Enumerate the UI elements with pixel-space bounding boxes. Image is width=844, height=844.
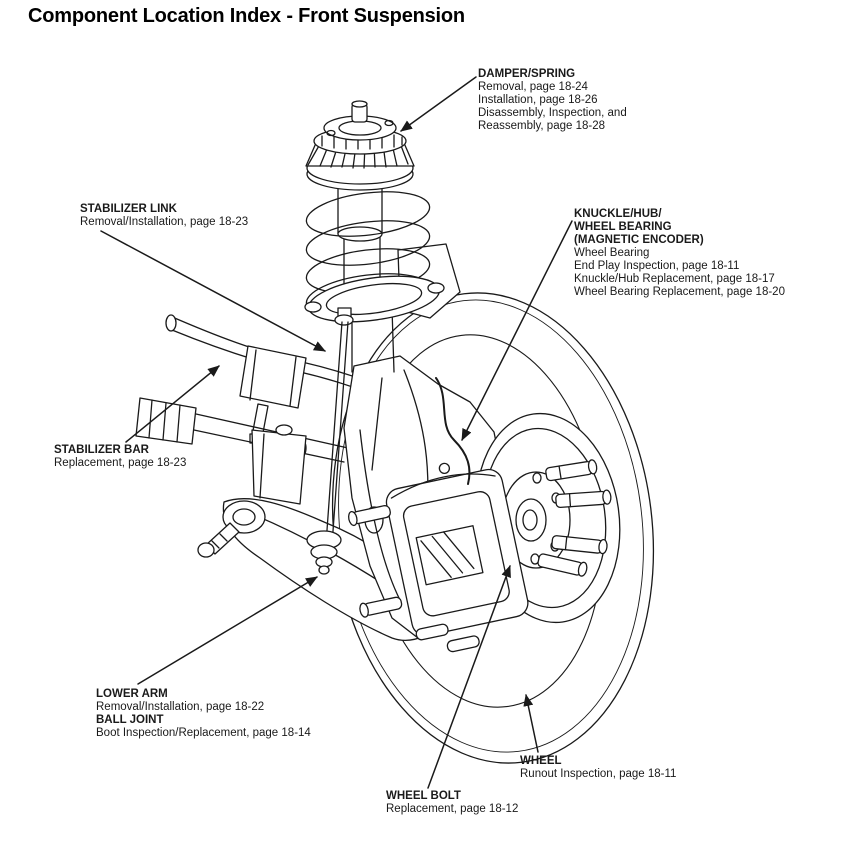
callout-heading: WHEEL BEARING	[574, 221, 672, 233]
callout-heading: (MAGNETIC ENCODER)	[574, 234, 704, 246]
callout-line: Reassembly, page 18-28	[478, 120, 605, 132]
brake-caliper-illustration	[347, 462, 529, 653]
callout-line: Removal, page 18-24	[478, 81, 588, 93]
callout-stabilizer-bar: STABILIZER BAR Replacement, page 18-23	[54, 444, 186, 470]
page-title: Component Location Index - Front Suspens…	[28, 5, 465, 27]
leader-stabilizer-link	[100, 230, 326, 352]
callout-line: Knuckle/Hub Replacement, page 18-17	[574, 273, 775, 285]
callout-line: Boot Inspection/Replacement, page 18-14	[96, 727, 311, 739]
callout-heading: STABILIZER LINK	[80, 203, 177, 215]
callout-heading: WHEEL BOLT	[386, 790, 461, 802]
callout-heading: DAMPER/SPRING	[478, 68, 576, 80]
callout-line: Removal/Installation, page 18-23	[80, 216, 249, 228]
callout-wheel-bolt: WHEEL BOLT Replacement, page 18-12	[386, 790, 518, 816]
stabilizer-link-illustration	[306, 307, 354, 575]
callout-stabilizer-link: STABILIZER LINK Removal/Installation, pa…	[80, 203, 248, 229]
callout-line: End Play Inspection, page 18-11	[574, 260, 740, 272]
callout-line: Removal/Installation, page 18-22	[96, 701, 265, 713]
subframe-bracket-illustration	[251, 424, 307, 505]
wheel-bolts-illustration	[537, 459, 612, 577]
damper-spring-illustration	[304, 100, 461, 373]
leader-wheel	[523, 694, 539, 753]
callout-damper-spring: DAMPER/SPRING Removal, page 18-24 Instal…	[478, 68, 627, 133]
callout-heading: BALL JOINT	[96, 714, 164, 726]
callout-heading: KNUCKLE/HUB/	[574, 208, 662, 220]
leader-damper-spring	[400, 76, 477, 132]
callout-line: Wheel Bearing	[574, 247, 650, 259]
leader-lines	[100, 76, 573, 789]
callout-heading: WHEEL	[520, 755, 562, 767]
callout-line: Runout Inspection, page 18-11	[520, 768, 677, 780]
leader-knuckle-hub	[461, 220, 573, 441]
callout-heading: STABILIZER BAR	[54, 444, 149, 456]
brake-hose-illustration	[435, 377, 471, 485]
callout-lower-arm-ball-joint: LOWER ARM Removal/Installation, page 18-…	[96, 688, 311, 740]
callout-wheel: WHEEL Runout Inspection, page 18-11	[520, 755, 676, 781]
callout-line: Wheel Bearing Replacement, page 18-20	[574, 286, 785, 298]
callout-line: Replacement, page 18-12	[386, 803, 519, 815]
callout-heading: LOWER ARM	[96, 688, 168, 700]
leader-stabilizer-bar	[125, 365, 220, 443]
leader-lower-arm	[137, 576, 318, 685]
callout-line: Disassembly, Inspection, and	[478, 107, 627, 119]
leader-wheel-bolt	[427, 565, 511, 789]
callout-line: Replacement, page 18-23	[54, 457, 187, 469]
callout-knuckle-hub: KNUCKLE/HUB/ WHEEL BEARING (MAGNETIC ENC…	[574, 208, 785, 299]
callout-line: Installation, page 18-26	[478, 94, 598, 106]
